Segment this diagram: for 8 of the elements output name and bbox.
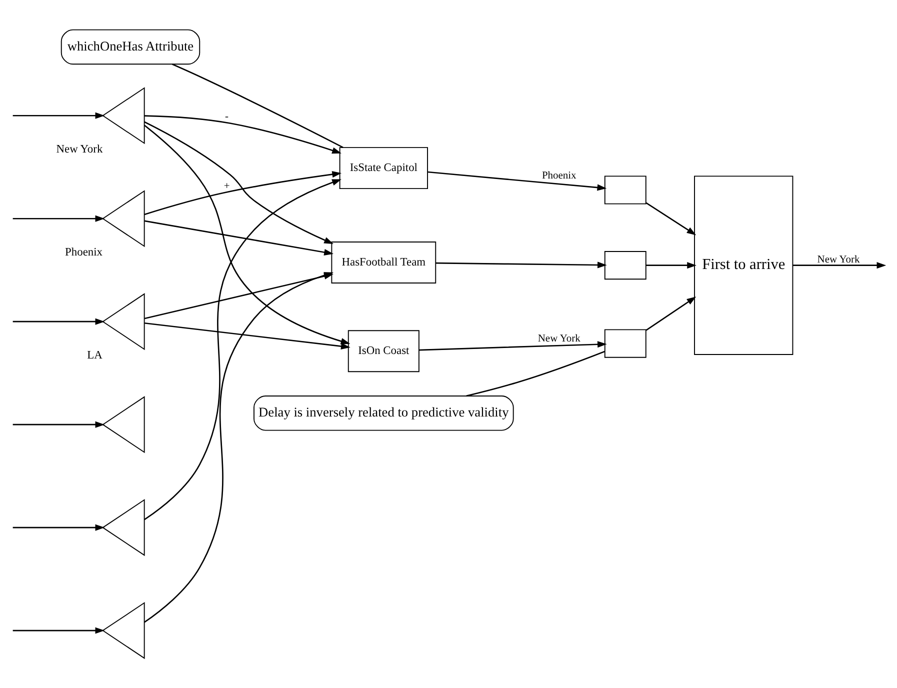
edge-label: New York [817,254,860,266]
edge-label: Phoenix [542,170,576,182]
edge-label: - [225,111,229,122]
edge-label: + [224,180,230,192]
node-label: LA [87,349,102,362]
edge-label: New York [538,333,580,344]
node-label: New York [56,143,103,156]
node-label: Phoenix [65,246,103,258]
